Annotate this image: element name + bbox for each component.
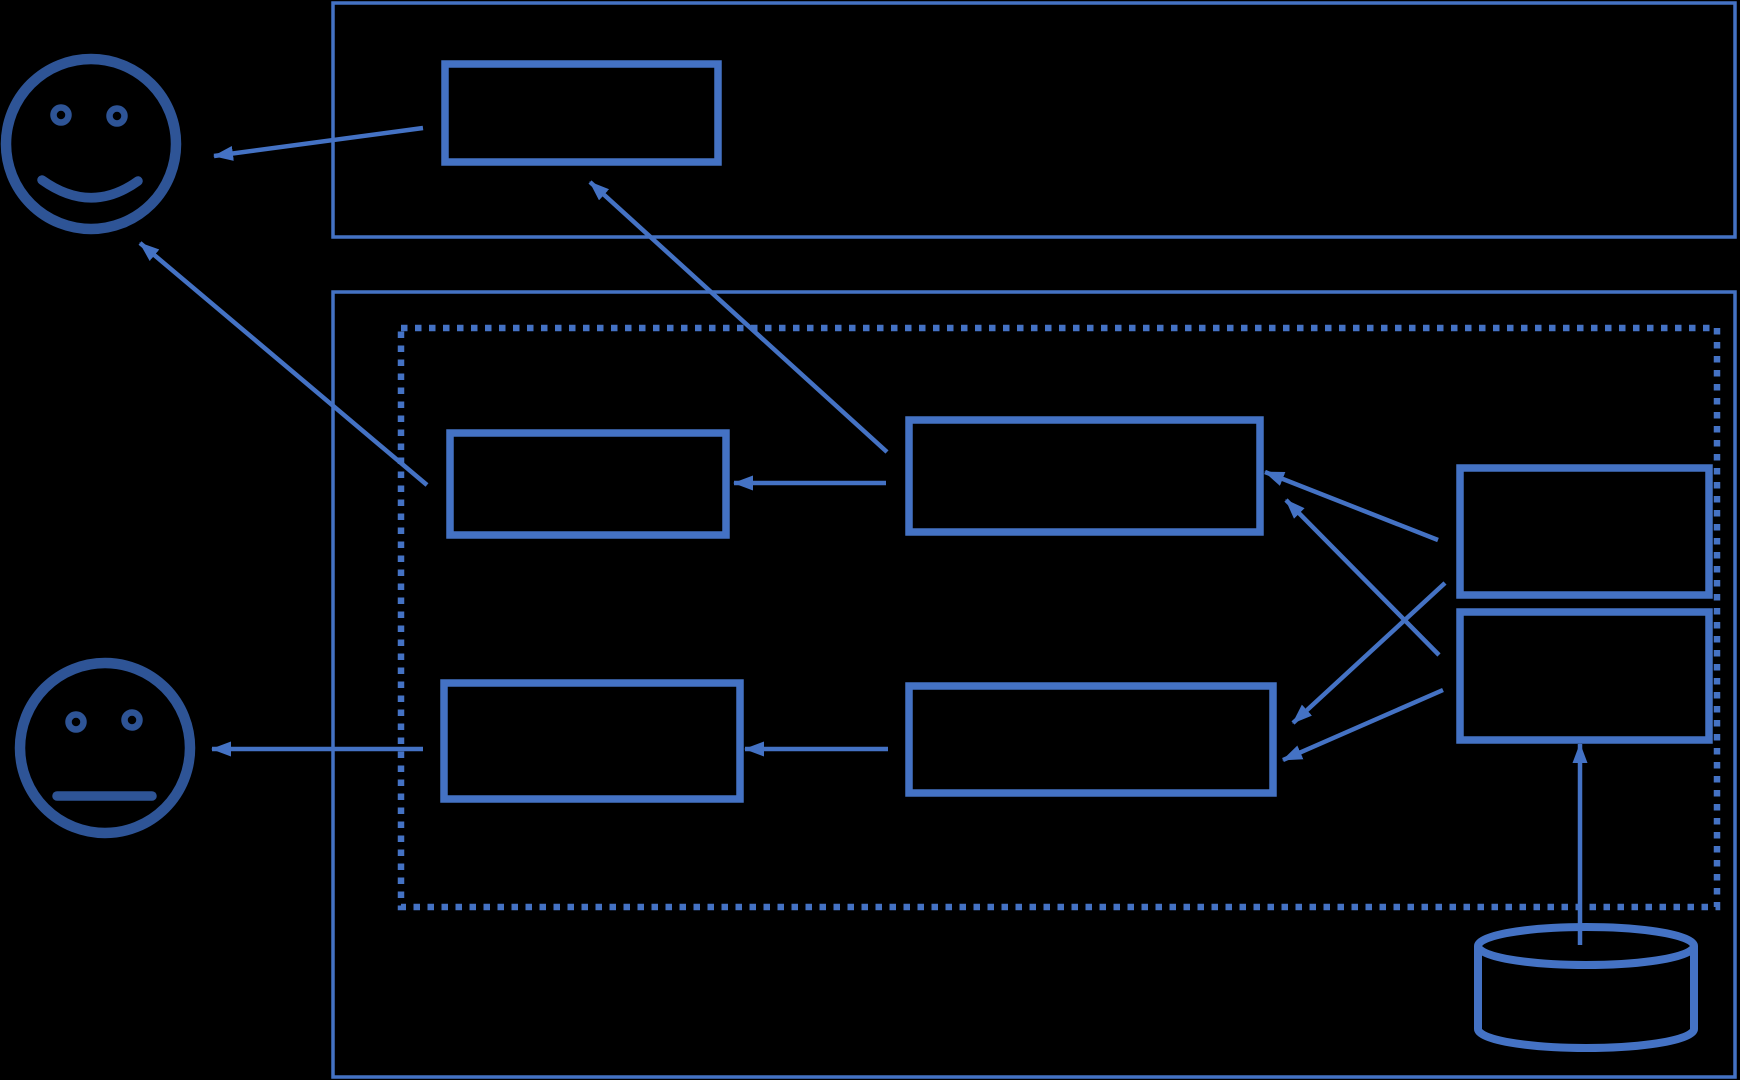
bottom-panel — [331, 290, 1737, 1079]
panels-layer — [331, 1, 1737, 1079]
neutral-user-face-eye-2 — [121, 709, 143, 731]
arrow-right-lower-to-mid-lower-center — [1282, 687, 1444, 763]
happy-user-face — [0, 53, 182, 235]
neutral-user-face-head — [14, 657, 196, 839]
top-panel — [331, 1, 1737, 239]
happy-user-face-mouth — [37, 175, 143, 203]
arrow-right-upper-to-mid-upper-center — [1264, 469, 1439, 543]
mid-lower-center-box — [905, 682, 1277, 797]
neutral-user-face — [14, 657, 196, 839]
arrow-right-lower-to-mid-upper-center — [1284, 498, 1441, 657]
happy-user-face-head — [0, 53, 182, 235]
user-faces-layer — [0, 53, 196, 839]
arrow-top-box-to-happy-user — [213, 125, 424, 161]
database-cylinder-top — [1474, 923, 1698, 969]
neutral-user-face-eye-1 — [65, 711, 87, 733]
arrows-layer — [138, 125, 1588, 945]
arrow-mid-upper-center-to-top-box — [588, 180, 889, 454]
mid-upper-center-box — [905, 416, 1264, 536]
right-lower-box — [1456, 608, 1713, 744]
mid-lower-left-box — [440, 679, 744, 803]
boxes-layer — [440, 60, 1713, 803]
arrow-mid-upper-left-to-happy-user — [138, 241, 429, 487]
database-cylinder — [1474, 923, 1698, 1052]
happy-user-face-eye-1 — [50, 104, 72, 126]
mid-upper-left-box — [446, 429, 730, 539]
top-output-box — [441, 60, 722, 166]
database-cylinder-body — [1474, 946, 1698, 1052]
database-layer — [1474, 923, 1698, 1052]
right-upper-box — [1456, 464, 1713, 599]
happy-user-face-eye-2 — [106, 105, 128, 127]
dotted-boundary-panel — [397, 324, 1721, 911]
arrow-right-upper-to-mid-lower-center — [1291, 581, 1447, 725]
